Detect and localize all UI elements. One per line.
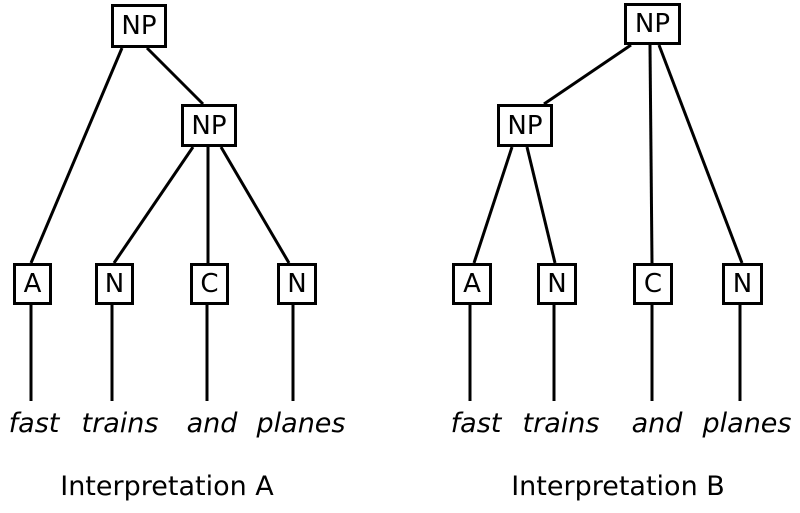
tree-a-caption: Interpretation A bbox=[60, 471, 274, 502]
tree-a-inner-np-node: NP bbox=[181, 104, 237, 147]
tree-a-root-np-node: NP bbox=[111, 4, 167, 48]
tree-b-leaf-n2-node: N bbox=[722, 263, 763, 305]
edge-a-root-to-inner-np bbox=[145, 46, 205, 106]
tree-b-word-planes: planes bbox=[702, 408, 792, 439]
tree-a-leaf-c-node: C bbox=[190, 263, 229, 305]
edge-b-inner-to-a bbox=[472, 146, 514, 264]
tree-a-word-planes: planes bbox=[256, 408, 346, 439]
tree-b-word-trains: trains bbox=[522, 408, 600, 439]
tree-a-leaf-n1-node: N bbox=[95, 263, 134, 305]
tree-a-leaf-a-node: A bbox=[13, 263, 52, 305]
edge-a-inner-to-n1 bbox=[112, 146, 195, 264]
edge-b-root-to-n2 bbox=[657, 44, 744, 264]
tree-b-leaf-c-node: C bbox=[633, 263, 673, 305]
tree-a-leaf-n2-node: N bbox=[277, 263, 317, 305]
tree-b-leaf-a-node: A bbox=[452, 263, 492, 305]
tree-a-word-and: and bbox=[186, 408, 238, 439]
edge-a-root-to-a bbox=[29, 47, 124, 264]
tree-b-word-fast: fast bbox=[450, 408, 502, 439]
edge-b-root-to-inner-np bbox=[543, 43, 632, 106]
tree-a-word-fast: fast bbox=[8, 408, 60, 439]
tree-b-word-and: and bbox=[631, 408, 683, 439]
edge-b-inner-to-n1 bbox=[525, 146, 557, 264]
tree-a-word-trains: trains bbox=[81, 408, 159, 439]
tree-b-inner-np-node: NP bbox=[497, 104, 553, 147]
tree-b-leaf-n1-node: N bbox=[537, 263, 577, 305]
tree-b-caption: Interpretation B bbox=[511, 471, 725, 502]
edge-a-inner-to-n2 bbox=[219, 146, 291, 264]
tree-b-root-np-node: NP bbox=[624, 3, 681, 45]
edge-b-root-to-c bbox=[648, 44, 654, 264]
